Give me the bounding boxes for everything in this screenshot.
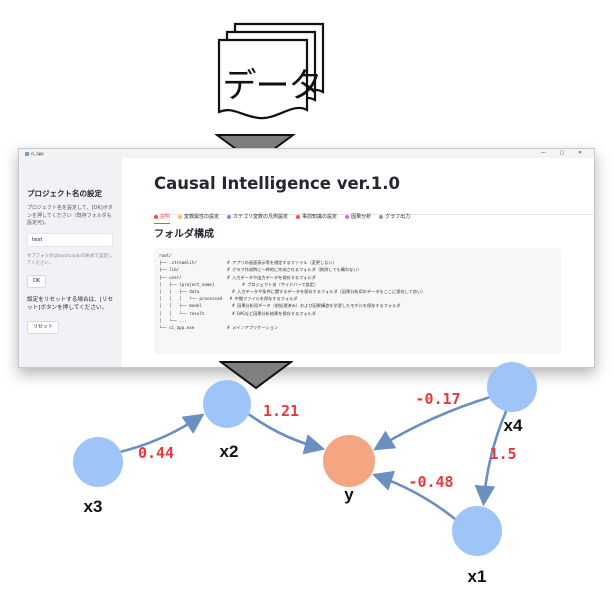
node-x4 <box>487 362 537 412</box>
tree-line: root/ <box>159 253 172 258</box>
project-name-input[interactable]: test <box>27 232 113 247</box>
section-title: フォルダ構成 <box>154 229 214 240</box>
window-controls[interactable]: — ▢ ✕ <box>540 150 588 156</box>
node-y <box>323 435 375 487</box>
tab-label: 変数属性の設定 <box>184 214 220 220</box>
edge-x1-y <box>371 470 456 521</box>
edge-x4-y <box>373 396 490 451</box>
folder-tree-code-block: root/ ├── .streamlit/ # アプリの画面表示等を規定するファイ… <box>154 248 561 354</box>
tab-bar: 説明 変数属性の設定 カテゴリ変数の凡例設定 事前知識の設定 因果分析 グラフ出力 <box>154 203 594 224</box>
tab-label: 事前知識の設定 <box>302 214 338 220</box>
tree-line: │ │ │ └── processed # 中間ファイルを保存するフォルダ <box>159 296 298 302</box>
tree-line: ├── .streamlit/ # アプリの画面表示等を規定するファイル（変更し… <box>159 260 337 266</box>
app-title: Causal Intelligence ver.1.0 <box>154 174 400 193</box>
tree-line: │ │ └── result # DAGなど因果分析結果を保存するフォルダ <box>159 310 316 316</box>
tree-line: │ ├── {project_name} # プロジェクト名（サイドバーで設定） <box>159 281 319 287</box>
down-arrow-bottom <box>219 361 293 390</box>
tab-5[interactable]: 因果分析 <box>345 212 371 222</box>
data-label: データ <box>222 66 323 106</box>
node-x3 <box>73 437 123 487</box>
tab-label: 説明 <box>160 214 171 220</box>
app-icon <box>25 152 29 156</box>
tree-line: │ │ ├── model # 因果分析用データ（前処理済み）および因果構造を学… <box>159 303 401 309</box>
sidebar-instruction: プロジェクト名を設定して、[OK]ボタンを押してください（既存フォルダも設定可)… <box>27 205 113 226</box>
node-label-x3: x3 <box>84 497 103 516</box>
edge-weight-label: 1.5 <box>489 445 516 463</box>
node-label-y: y <box>344 485 354 504</box>
edge-x4-x1 <box>474 410 508 507</box>
edge-weight-label: -0.17 <box>415 390 460 408</box>
tree-line: └── ci_app.exe # メインアプリケーション <box>159 325 279 331</box>
tab-icon <box>154 214 158 219</box>
tab-icon <box>178 214 183 219</box>
tab-icon <box>379 214 384 219</box>
edge-weight-label: 1.21 <box>263 402 299 420</box>
tab-4[interactable]: 事前知識の設定 <box>296 212 337 222</box>
node-label-x4: x4 <box>504 416 523 435</box>
window-title: ci_app <box>31 151 44 156</box>
node-label-x2: x2 <box>220 442 239 461</box>
sidebar-hint: サブフォルダはtest/subdirの形式で設定してください。 <box>27 253 113 266</box>
reset-instruction: 設定をリセットする場合は、[リセット]ボタンを押してください。 <box>27 296 114 312</box>
ok-button[interactable]: OK <box>27 274 47 288</box>
tree-line: ├── lib/ # グラフ作成時に一時的に作成されるフォルダ（削除しても構わな… <box>159 267 362 273</box>
tab-label: カテゴリ変数の凡例設定 <box>233 214 289 220</box>
sidebar-title: プロジェクト名の設定 <box>27 189 102 198</box>
reset-button[interactable]: リセット <box>27 320 60 334</box>
tab-2[interactable]: 変数属性の設定 <box>178 212 219 222</box>
window-titlebar: ci_app — ▢ ✕ <box>19 149 594 158</box>
app-screenshot: ci_app — ▢ ✕ プロジェクト名の設定 プロジェクト名を設定して、[OK… <box>18 148 595 368</box>
tab-6[interactable]: グラフ出力 <box>379 212 410 222</box>
data-document-icon <box>205 14 345 136</box>
main-panel: Causal Intelligence ver.1.0 説明 変数属性の設定 カテゴ… <box>122 158 594 367</box>
node-label-x1: x1 <box>468 567 487 586</box>
node-x1 <box>452 506 502 556</box>
tree-line: │ └── ... <box>159 317 187 323</box>
tab-1[interactable]: 説明 <box>154 212 171 224</box>
edge-x2-y <box>247 413 326 455</box>
tab-icon <box>296 214 301 219</box>
sidebar: プロジェクト名の設定 プロジェクト名を設定して、[OK]ボタンを押してください（… <box>19 158 122 367</box>
tree-line: │ │ ├── data # 入力データや条件に関するデータを保存するフォルダ（… <box>159 289 426 295</box>
edge-weight-label: -0.48 <box>408 473 453 491</box>
tab-3[interactable]: カテゴリ変数の凡例設定 <box>227 212 288 222</box>
tab-icon <box>227 214 232 219</box>
tab-label: グラフ出力 <box>385 214 411 220</box>
tab-icon <box>345 214 350 219</box>
edge-x3-x2 <box>120 413 205 454</box>
edge-weight-label: 0.44 <box>138 444 174 462</box>
tab-label: 因果分析 <box>351 214 372 220</box>
tree-line: ├── user/ # 入力データや出力データを保存するフォルダ <box>159 274 316 280</box>
